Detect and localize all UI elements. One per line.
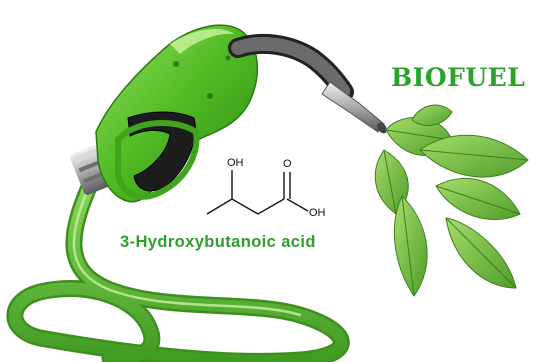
leaf-icon <box>393 195 428 297</box>
leaf-icon <box>419 134 529 178</box>
leaf-icon <box>445 217 517 289</box>
molecule-structure-icon <box>206 170 309 215</box>
leaf-icon <box>435 177 521 220</box>
compound-name-caption: 3-Hydroxybutanoic acid <box>120 233 316 251</box>
hydroxyl-label: OH <box>227 157 244 169</box>
leaf-icon <box>411 104 453 127</box>
acid-hydroxyl-label: OH <box>309 207 326 219</box>
nozzle-spout-icon <box>321 81 387 134</box>
carbonyl-oxygen-label: O <box>283 158 292 170</box>
fuel-nozzle-icon <box>95 24 259 203</box>
page-title: BIOFUEL <box>391 63 526 92</box>
nozzle-spring-icon <box>228 33 354 102</box>
hose-icon <box>6 171 350 362</box>
